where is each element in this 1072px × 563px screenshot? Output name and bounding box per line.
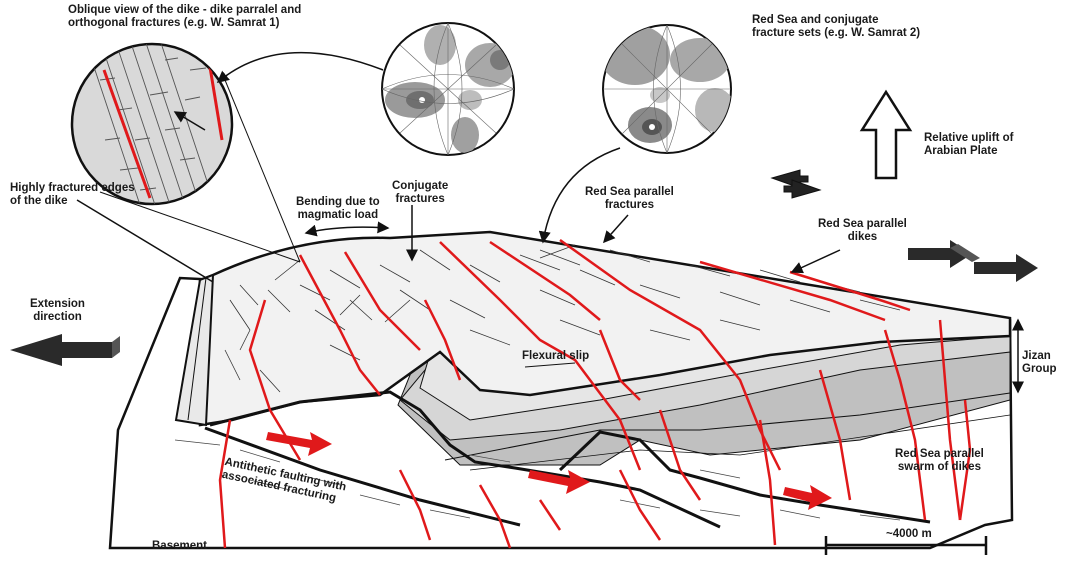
label-oblique-view: Oblique view of the dike - dike parralel… [68,4,301,30]
body-fractures [174,439,901,521]
shear-arrows-icon [770,169,822,199]
extension-arrow-icon [10,334,120,366]
top-surface [174,230,1012,427]
label-line: Red Sea and conjugate [752,14,879,26]
label-line: magmatic load [297,209,379,221]
label-line: fractures [395,193,445,205]
label-scale: ~4000 m [886,528,932,540]
stereonet-2 [602,24,732,154]
stereonet-1 [381,22,515,156]
label-line: Highly fractured edges [10,182,135,194]
slip-arrows [266,432,832,510]
label-basement: Basement [152,540,207,552]
label-rs-fractures: Red Sea parallel fractures [585,186,674,212]
label-line: Bending due to [296,196,380,208]
label-line: Conjugate [392,180,449,192]
flexural-slip-line [524,362,576,368]
label-line: Oblique view of the dike - dike parralel… [68,4,302,16]
label-redsea-conjugate: Red Sea and conjugate fracture sets (e.g… [752,14,920,40]
label-line: Red Sea parallel [895,448,984,460]
label-line: Extension [30,298,85,310]
label-extension: Extension direction [30,298,85,324]
label-uplift: Relative uplift of Arabian Plate [924,132,1013,158]
right-lateral-arrow-icon [908,240,1038,282]
label-line: direction [33,311,82,323]
label-conjugate: Conjugate fractures [392,180,448,206]
label-swarm: Red Sea parallel swarm of dikes [895,448,984,474]
label-jizan-group: Jizan Group [1022,350,1057,375]
label-fractured-edges: Highly fractured edges of the dike [10,182,135,208]
label-rs-dikes: Red Sea parallel dikes [818,218,907,244]
label-line: dikes [847,231,878,243]
label-line: fracture sets (e.g. W. Samrat 2) [752,27,921,39]
scale-bar [824,536,988,555]
label-line: Red Sea parallel [818,218,907,230]
label-line: fractures [604,199,655,211]
label-line: Red Sea parallel [585,186,674,198]
red-dikes [218,238,972,549]
uplift-arrow-icon [859,89,913,180]
label-line: Arabian Plate [924,145,998,157]
label-bending: Bending due to magmatic load [296,196,380,222]
label-line: swarm of dikes [897,461,981,473]
dike-closeup-inset [70,42,301,263]
label-line: orthogonal fractures (e.g. W. Samrat 1) [68,17,280,29]
label-line: Relative uplift of [924,132,1014,144]
label-flexural-slip: Flexural slip [522,350,590,362]
label-line: of the dike [10,195,68,207]
callout-arrows [76,51,841,283]
